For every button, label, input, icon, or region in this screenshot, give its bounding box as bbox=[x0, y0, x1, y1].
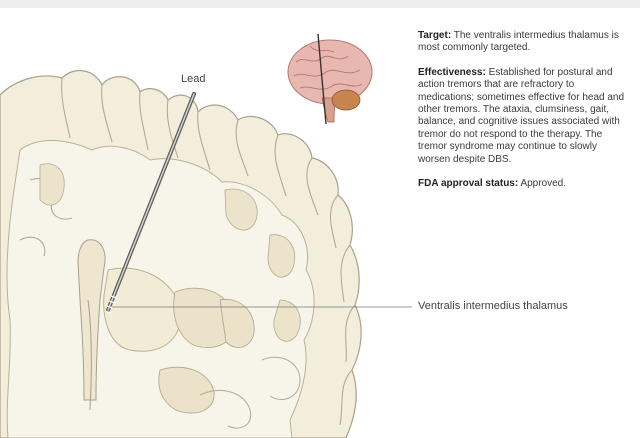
target-text: The ventralis intermedius thalamus is mo… bbox=[418, 30, 619, 54]
basal-ganglia bbox=[158, 287, 255, 414]
effectiveness-paragraph: Effectiveness: Established for postural … bbox=[418, 67, 628, 166]
cortical-folds bbox=[39, 163, 301, 342]
effectiveness-text: Established for postural and action trem… bbox=[418, 66, 625, 165]
cerebellum-icon bbox=[331, 89, 361, 111]
target-heading: Target: bbox=[418, 30, 452, 41]
target-paragraph: Target: The ventralis intermedius thalam… bbox=[418, 30, 628, 55]
third-ventricle bbox=[87, 299, 92, 411]
thalamus bbox=[103, 267, 181, 352]
lower-structures bbox=[199, 356, 301, 429]
lead-contacts bbox=[104, 295, 118, 314]
info-panel: Target: The ventralis intermedius thalam… bbox=[418, 30, 628, 202]
dbs-lead bbox=[104, 92, 196, 314]
fda-text: Approved. bbox=[520, 178, 567, 190]
effectiveness-heading: Effectiveness: bbox=[418, 66, 486, 78]
fda-heading: FDA approval status: bbox=[418, 178, 519, 190]
lead-label: Lead bbox=[181, 73, 206, 85]
fda-paragraph: FDA approval status: Approved. bbox=[418, 178, 628, 190]
brain-thumbnail bbox=[287, 33, 373, 125]
coronal-brain-section bbox=[0, 69, 362, 438]
ventralis-intermedius-label: Ventralis intermedius thalamus bbox=[418, 300, 568, 312]
top-strip bbox=[0, 0, 640, 8]
coronal-plane-line bbox=[317, 33, 327, 125]
